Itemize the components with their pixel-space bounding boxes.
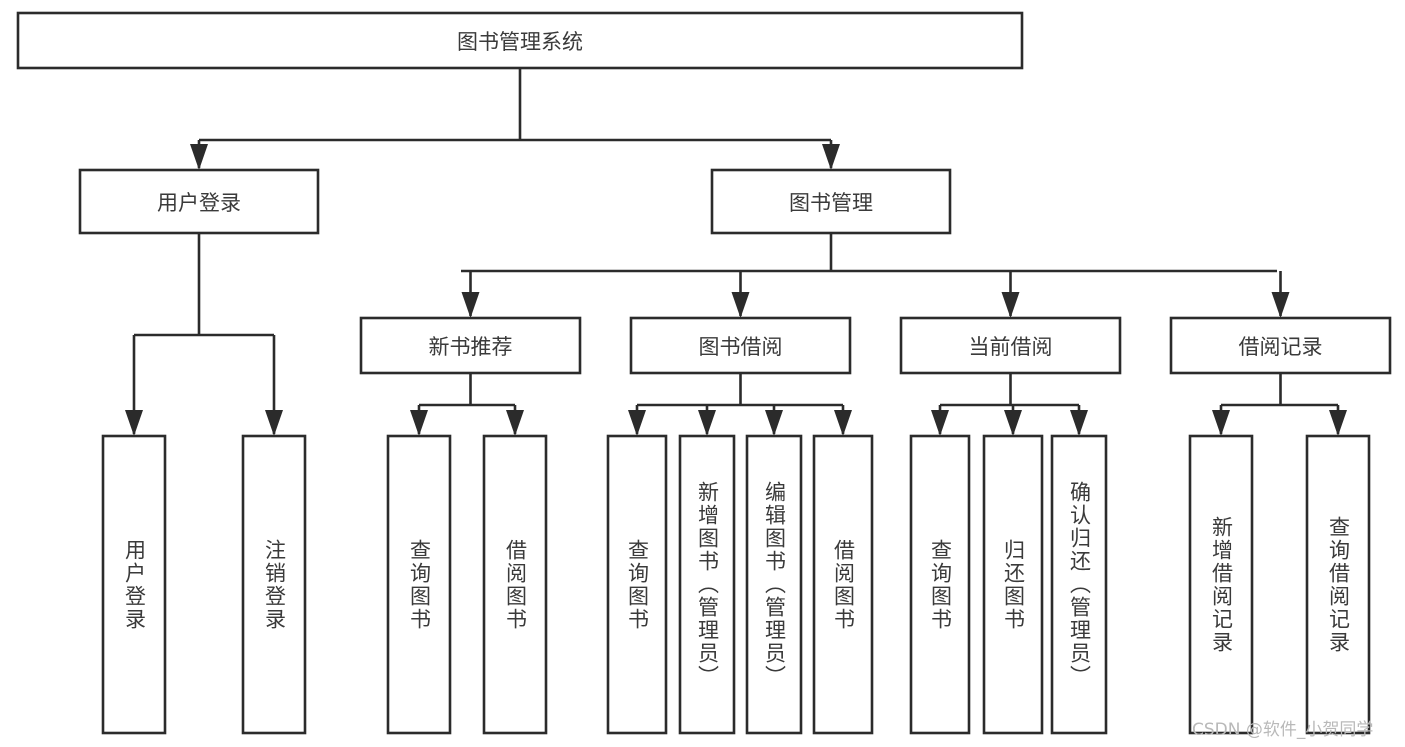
node-box-leaf-return-book[interactable] xyxy=(982,434,1044,735)
node-box-leaf-borrow-book-rec[interactable] xyxy=(482,434,548,735)
arrow-down-icon-book-borrow xyxy=(731,292,750,318)
arrow-down-icon-user-login xyxy=(190,144,208,170)
arrow-down-icon-leaf-confirm-return xyxy=(1070,410,1088,436)
node-box-borrow-record[interactable] xyxy=(1169,316,1392,375)
node-box-leaf-confirm-return[interactable] xyxy=(1050,434,1108,735)
node-box-root[interactable] xyxy=(16,11,1024,70)
node-box-leaf-borrow-book-b[interactable] xyxy=(812,434,874,735)
connectors-group xyxy=(125,68,1347,436)
arrow-down-icon-current-borrow xyxy=(1001,292,1020,318)
boxes-group xyxy=(16,11,1392,735)
arrow-down-icon-leaf-user-login xyxy=(125,410,143,436)
node-box-leaf-query-book-rec[interactable] xyxy=(386,434,452,735)
node-box-leaf-add-record[interactable] xyxy=(1188,434,1254,735)
arrow-down-icon-leaf-query-book-b xyxy=(628,410,646,436)
arrow-down-icon-leaf-borrow-book-rec xyxy=(506,410,524,436)
arrow-down-icon-borrow-record xyxy=(1271,292,1290,318)
node-box-book-borrow[interactable] xyxy=(629,316,852,375)
arrow-down-icon-leaf-borrow-book-b xyxy=(834,410,852,436)
arrow-down-icon-leaf-return-book xyxy=(1004,410,1022,436)
arrow-down-icon-book-manage xyxy=(822,144,840,170)
node-box-leaf-edit-book[interactable] xyxy=(745,434,803,735)
node-box-book-manage[interactable] xyxy=(710,168,952,235)
arrow-down-icon-leaf-query-book-c xyxy=(931,410,949,436)
arrow-down-icon-leaf-edit-book xyxy=(765,410,783,436)
node-box-user-login[interactable] xyxy=(78,168,320,235)
arrow-down-icon-leaf-query-record xyxy=(1329,410,1347,436)
node-box-leaf-query-book-b[interactable] xyxy=(606,434,668,735)
node-box-leaf-logout[interactable] xyxy=(241,434,307,735)
arrow-down-icon-leaf-add-record xyxy=(1212,410,1230,436)
arrow-down-icon-leaf-query-book-rec xyxy=(410,410,428,436)
node-box-leaf-add-book[interactable] xyxy=(678,434,736,735)
arrow-down-icon-leaf-logout xyxy=(265,410,283,436)
node-box-current-borrow[interactable] xyxy=(899,316,1122,375)
arrow-down-icon-new-book-rec xyxy=(461,292,480,318)
node-box-leaf-query-book-c[interactable] xyxy=(909,434,971,735)
arrow-down-icon-leaf-add-book xyxy=(698,410,716,436)
node-box-leaf-user-login[interactable] xyxy=(101,434,167,735)
node-box-new-book-rec[interactable] xyxy=(359,316,582,375)
node-box-leaf-query-record[interactable] xyxy=(1305,434,1371,735)
